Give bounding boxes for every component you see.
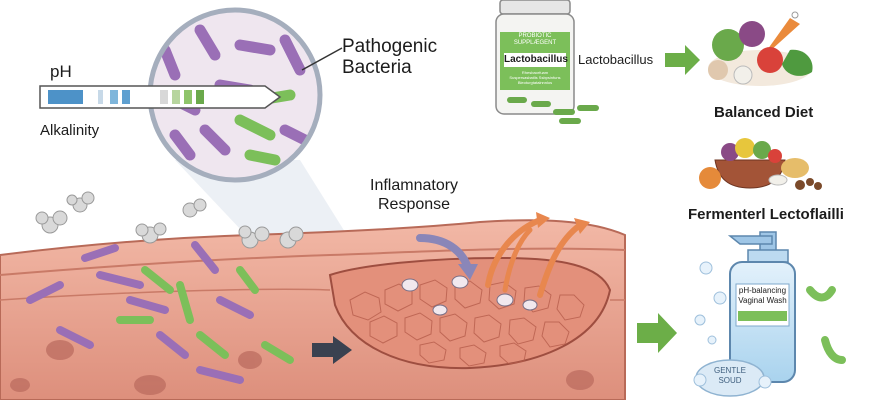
wash-bottle bbox=[727, 231, 796, 383]
probiotic-bottle bbox=[495, 0, 599, 124]
bottle-side-bacteria bbox=[806, 286, 846, 364]
odor-puffs bbox=[35, 191, 304, 249]
inflammatory-response-line-2: Response bbox=[378, 196, 451, 213]
probiotic-header: PROBIOTIC SUPPLÆGENT bbox=[500, 33, 570, 47]
inflammatory-arrows bbox=[416, 212, 590, 298]
magnifier-beam bbox=[175, 160, 350, 250]
probiotic-fine-print-line-3: Bleoturgtatalnnnlos bbox=[517, 80, 553, 85]
green-arrow-bottom bbox=[637, 313, 677, 353]
soap-text-line-2: SOUD bbox=[718, 376, 742, 385]
probiotic-header-line-2: SUPPLÆGENT bbox=[513, 40, 557, 46]
probiotic-fine-print-line-1: Rhesbaorfuam bbox=[521, 70, 549, 75]
probiotic-header-line-1: PROBIOTIC bbox=[518, 33, 552, 39]
dark-arrow bbox=[312, 336, 352, 364]
pathogenic-bacteria-line-2: Bacteria bbox=[342, 57, 412, 78]
probiotic-fine-print: Rhesbaorfuam Suspersasbatlis Ssbpsinfuns… bbox=[500, 70, 570, 85]
wash-label: pH-balancing Vaginal Wash bbox=[736, 286, 789, 306]
pathogenic-bacteria-label: Pathogenic Bacteria bbox=[342, 36, 437, 78]
ph-scale bbox=[39, 85, 282, 109]
fermented-label: Fermenterl Lectoflailli bbox=[688, 206, 844, 223]
inflammatory-response-line-1: Inflamnatory bbox=[370, 177, 459, 194]
soap-bar bbox=[693, 261, 772, 397]
balanced-diet-label: Balanced Diet bbox=[714, 104, 814, 121]
wash-label-line-2: Vaginal Wash bbox=[738, 296, 787, 305]
surface-bacteria bbox=[26, 241, 294, 384]
skin-tissue bbox=[0, 219, 626, 400]
pointer-line bbox=[301, 47, 343, 71]
alkalinity-label: Alkalinity bbox=[40, 122, 100, 139]
soap-text-line-1: GENTLE bbox=[713, 366, 746, 375]
wash-label-line-1: pH-balancing bbox=[738, 286, 787, 295]
pathogenic-bacteria-line-1: Pathogenic bbox=[342, 36, 438, 57]
balanced-diet-illustration bbox=[708, 11, 813, 86]
soap-text: GENTLE SOUD bbox=[706, 366, 754, 386]
probiotic-fine-print-line-2: Suspersasbatlis Ssbpsinfuns bbox=[509, 75, 561, 80]
ph-label: pH bbox=[50, 62, 72, 81]
probiotic-name: Lactobacillus bbox=[504, 54, 568, 65]
green-arrow-top bbox=[665, 45, 700, 75]
fermented-foods-illustration bbox=[699, 138, 822, 190]
lactobacillus-label: Lactobacillus bbox=[578, 52, 654, 67]
inflammatory-response-label: Inflamnatory Response bbox=[370, 176, 458, 214]
